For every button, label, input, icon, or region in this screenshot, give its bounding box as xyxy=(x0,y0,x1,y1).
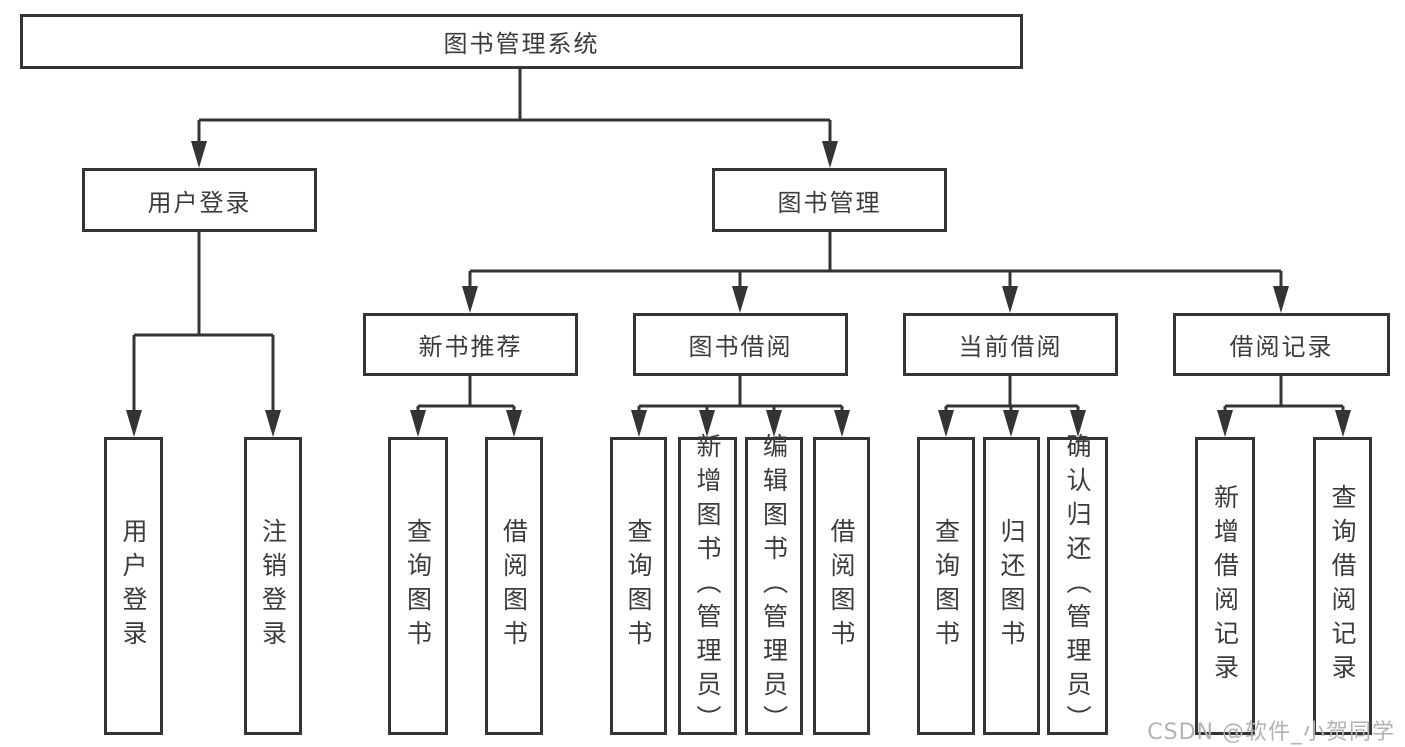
node-borrow-records: 借阅记录 xyxy=(1173,313,1390,376)
leaf-br-query-borrow-record: 查询借阅记录 xyxy=(1313,437,1372,735)
arrow-down-icon xyxy=(822,141,838,168)
leaf-cb-confirm-return-admin: 确认归还（管理员） xyxy=(1047,433,1108,739)
arrow-down-icon xyxy=(462,286,478,313)
arrow-down-icon xyxy=(1335,410,1351,437)
arrow-down-icon xyxy=(1273,286,1289,313)
leaf-nb-borrow-books: 借阅图书 xyxy=(485,437,543,735)
arrow-down-icon xyxy=(699,410,715,437)
node-book-borrow: 图书借阅 xyxy=(633,313,848,376)
arrow-down-icon xyxy=(191,141,207,168)
arrow-down-icon xyxy=(506,410,522,437)
arrow-down-icon xyxy=(631,410,647,437)
node-new-book-recommend: 新书推荐 xyxy=(363,313,578,376)
arrow-down-icon xyxy=(834,410,850,437)
arrow-down-icon xyxy=(126,410,142,437)
arrow-down-icon xyxy=(938,410,954,437)
node-root-library-system: 图书管理系统 xyxy=(20,14,1023,69)
leaf-cb-return-books: 归还图书 xyxy=(983,437,1040,735)
leaf-bb-edit-books-admin: 编辑图书（管理员） xyxy=(745,433,803,739)
leaf-bb-add-books-admin: 新增图书（管理员） xyxy=(678,433,737,739)
leaf-cb-query-books: 查询图书 xyxy=(917,437,975,735)
node-book-management: 图书管理 xyxy=(712,168,947,232)
arrow-down-icon xyxy=(1002,286,1018,313)
leaf-logout-login: 注销登录 xyxy=(244,437,302,735)
node-current-borrow: 当前借阅 xyxy=(903,313,1118,376)
csdn-watermark: CSDN @软件_小贺同学 xyxy=(1147,720,1395,745)
arrow-down-icon xyxy=(410,410,426,437)
arrow-down-icon xyxy=(732,286,748,313)
leaf-bb-borrow-books: 借阅图书 xyxy=(813,437,870,735)
arrow-down-icon xyxy=(766,410,782,437)
arrow-down-icon xyxy=(1070,410,1086,437)
leaf-nb-query-books: 查询图书 xyxy=(388,437,448,735)
arrow-down-icon xyxy=(1003,410,1019,437)
leaf-user-login: 用户登录 xyxy=(104,437,163,735)
leaf-bb-query-books: 查询图书 xyxy=(610,437,667,735)
node-user-login: 用户登录 xyxy=(82,168,317,232)
arrow-down-icon xyxy=(1217,410,1233,437)
leaf-br-add-borrow-record: 新增借阅记录 xyxy=(1195,437,1255,735)
arrow-down-icon xyxy=(265,410,281,437)
